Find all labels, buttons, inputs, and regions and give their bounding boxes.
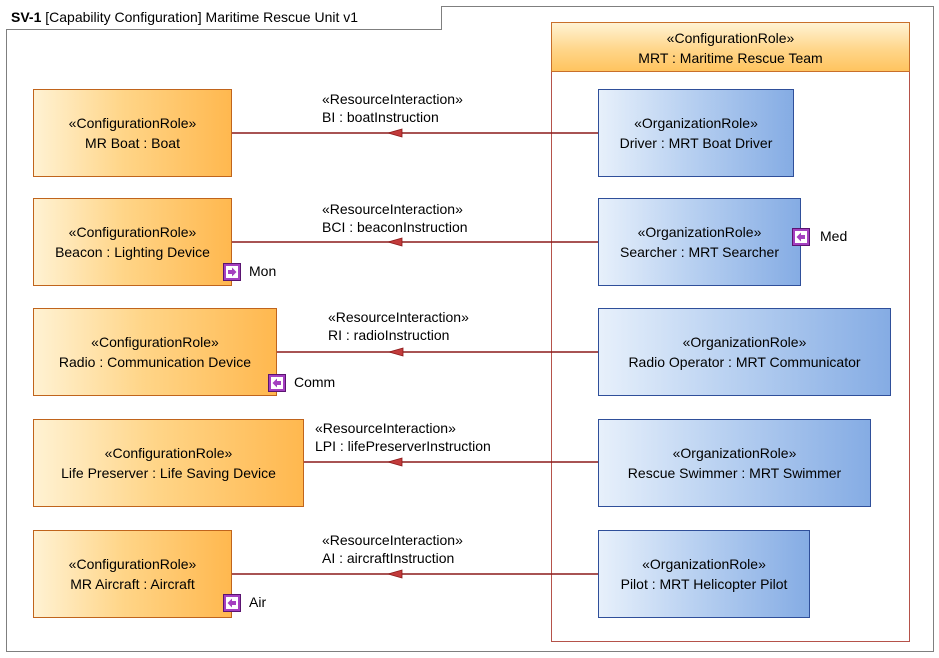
interaction-stereotype: «ResourceInteraction» bbox=[322, 201, 463, 217]
diagram-title-tab[interactable]: SV-1 [Capability Configuration] Maritime… bbox=[6, 6, 442, 30]
config-role-life-preserver[interactable]: «ConfigurationRole» Life Preserver : Lif… bbox=[33, 419, 304, 507]
port-comm[interactable] bbox=[268, 374, 286, 392]
interaction-label-lpi[interactable]: «ResourceInteraction» LPI : lifePreserve… bbox=[315, 419, 491, 455]
role-name: Pilot : MRT Helicopter Pilot bbox=[620, 576, 788, 592]
config-role-beacon[interactable]: «ConfigurationRole» Beacon : Lighting De… bbox=[33, 198, 232, 286]
org-role-rescue-swimmer[interactable]: «OrganizationRole» Rescue Swimmer : MRT … bbox=[598, 419, 871, 507]
config-role-mr-boat[interactable]: «ConfigurationRole» MR Boat : Boat bbox=[33, 89, 232, 177]
interaction-label-ai[interactable]: «ResourceInteraction» AI : aircraftInstr… bbox=[322, 531, 463, 567]
interaction-name: AI : aircraftInstruction bbox=[322, 550, 455, 566]
role-stereotype: «ConfigurationRole» bbox=[104, 445, 233, 461]
role-stereotype: «ConfigurationRole» bbox=[68, 115, 197, 131]
port-arrow-left-icon bbox=[271, 377, 283, 389]
port-label-med: Med bbox=[820, 228, 848, 244]
role-name: Radio Operator : MRT Communicator bbox=[628, 354, 861, 370]
interaction-stereotype: «ResourceInteraction» bbox=[328, 309, 469, 325]
role-name: Radio : Communication Device bbox=[58, 354, 252, 370]
role-name: Beacon : Lighting Device bbox=[55, 244, 210, 260]
role-name: Life Preserver : Life Saving Device bbox=[61, 465, 276, 481]
role-stereotype: «OrganizationRole» bbox=[642, 556, 766, 572]
config-role-mr-aircraft[interactable]: «ConfigurationRole» MR Aircraft : Aircra… bbox=[33, 530, 232, 618]
config-role-radio[interactable]: «ConfigurationRole» Radio : Communicatio… bbox=[33, 308, 277, 396]
org-role-driver[interactable]: «OrganizationRole» Driver : MRT Boat Dri… bbox=[598, 89, 794, 177]
role-name: MR Boat : Boat bbox=[85, 135, 180, 151]
diagram-frame bbox=[6, 6, 934, 652]
interaction-label-ri[interactable]: «ResourceInteraction» RI : radioInstruct… bbox=[328, 308, 469, 344]
role-stereotype: «ConfigurationRole» bbox=[68, 556, 197, 572]
org-role-radio-operator[interactable]: «OrganizationRole» Radio Operator : MRT … bbox=[598, 308, 891, 396]
port-arrow-right-icon bbox=[226, 266, 238, 278]
port-label-comm: Comm bbox=[294, 374, 336, 390]
org-role-pilot[interactable]: «OrganizationRole» Pilot : MRT Helicopte… bbox=[598, 530, 810, 618]
role-stereotype: «ConfigurationRole» bbox=[68, 224, 197, 240]
diagram-id: SV-1 bbox=[11, 9, 42, 25]
port-arrow-left-icon bbox=[226, 597, 238, 609]
interaction-name: RI : radioInstruction bbox=[328, 327, 450, 343]
role-stereotype: «OrganizationRole» bbox=[672, 445, 797, 461]
interaction-name: LPI : lifePreserverInstruction bbox=[315, 438, 491, 454]
port-air[interactable] bbox=[223, 594, 241, 612]
interaction-name: BCI : beaconInstruction bbox=[322, 219, 468, 235]
role-name: MR Aircraft : Aircraft bbox=[70, 576, 195, 592]
port-arrow-left-icon bbox=[795, 231, 807, 243]
interaction-name: BI : boatInstruction bbox=[322, 109, 439, 125]
role-stereotype: «OrganizationRole» bbox=[637, 224, 762, 240]
port-mon[interactable] bbox=[223, 263, 241, 281]
port-label-air: Air bbox=[249, 594, 267, 610]
team-name: MRT : Maritime Rescue Team bbox=[638, 50, 823, 66]
port-med[interactable] bbox=[792, 228, 810, 246]
role-name: Searcher : MRT Searcher bbox=[620, 244, 779, 260]
role-name: Driver : MRT Boat Driver bbox=[619, 135, 773, 151]
team-header[interactable]: «ConfigurationRole» MRT : Maritime Rescu… bbox=[551, 22, 910, 72]
role-stereotype: «ConfigurationRole» bbox=[91, 334, 219, 350]
role-stereotype: «OrganizationRole» bbox=[682, 334, 807, 350]
interaction-stereotype: «ResourceInteraction» bbox=[322, 91, 463, 107]
interaction-label-bci[interactable]: «ResourceInteraction» BCI : beaconInstru… bbox=[322, 200, 468, 236]
interaction-label-bi[interactable]: «ResourceInteraction» BI : boatInstructi… bbox=[322, 90, 463, 126]
interaction-stereotype: «ResourceInteraction» bbox=[315, 420, 456, 436]
team-stereotype: «ConfigurationRole» bbox=[666, 30, 795, 46]
interaction-stereotype: «ResourceInteraction» bbox=[322, 532, 463, 548]
diagram-title: [Capability Configuration] Maritime Resc… bbox=[45, 9, 359, 25]
role-stereotype: «OrganizationRole» bbox=[634, 115, 758, 131]
port-label-mon: Mon bbox=[249, 263, 277, 279]
org-role-searcher[interactable]: «OrganizationRole» Searcher : MRT Search… bbox=[598, 198, 801, 286]
role-name: Rescue Swimmer : MRT Swimmer bbox=[627, 465, 842, 481]
